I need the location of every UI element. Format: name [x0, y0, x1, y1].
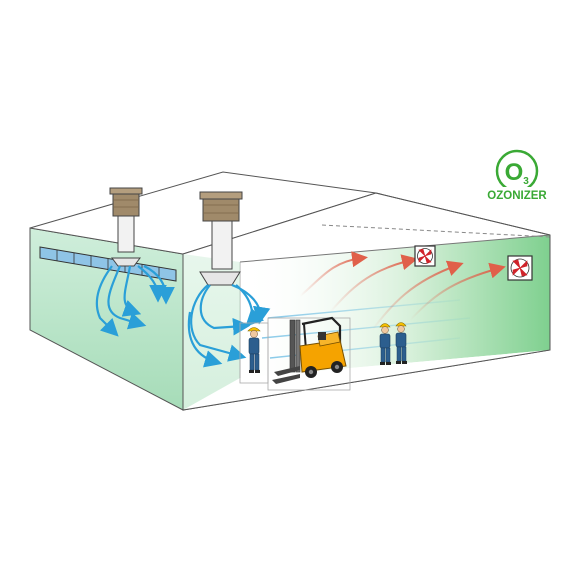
- building: [29, 171, 551, 411]
- worker-icon: [239, 322, 269, 384]
- ozonizer-badge: O 3 OZONIZER: [487, 149, 547, 202]
- ozonizer-formula-subscript: 3: [523, 176, 529, 187]
- exhaust-fan-icon: [507, 255, 533, 281]
- evaporative-cooler-icon: [109, 187, 143, 267]
- exhaust-fan-icon: [414, 245, 436, 267]
- warm-air-flow: [299, 251, 506, 331]
- worker-icon: [379, 323, 391, 365]
- cool-air-flow: [95, 265, 271, 368]
- ozonizer-formula: O: [505, 159, 524, 186]
- ozonizer-label: OZONIZER: [487, 190, 547, 202]
- worker-icon: [395, 322, 407, 364]
- evaporative-cooler-icon: [199, 191, 243, 286]
- forklift-icon: [267, 316, 351, 391]
